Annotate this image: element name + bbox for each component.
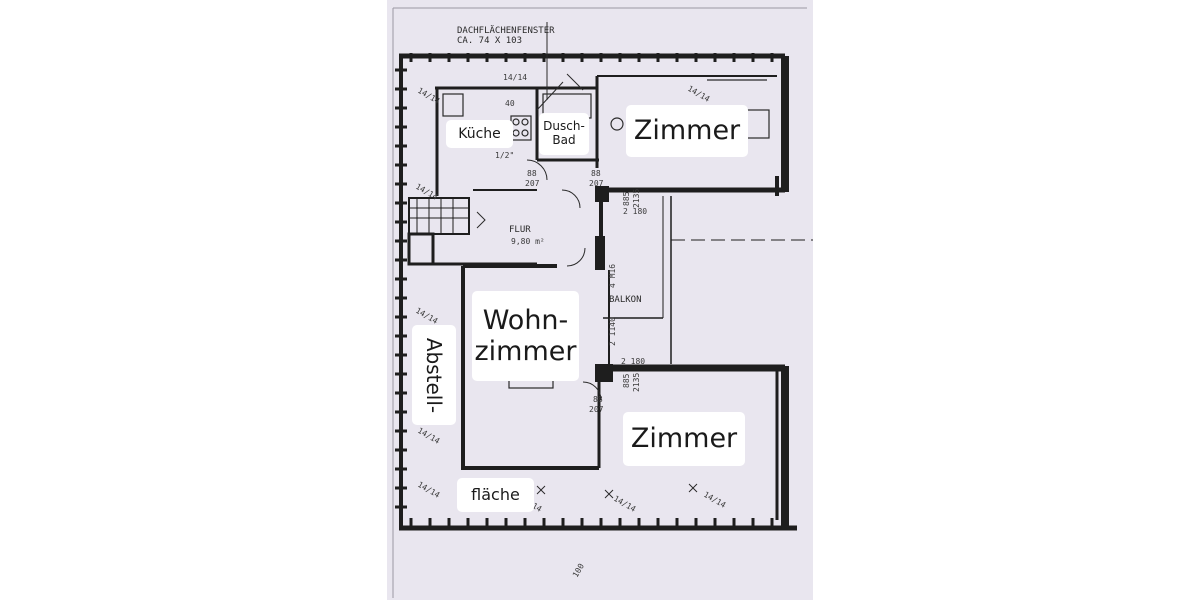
dim-207-b: 207 bbox=[589, 179, 604, 188]
dim-88-c: 88 bbox=[593, 395, 603, 404]
dim-885-bottom: 885 bbox=[622, 373, 631, 388]
tick-marks-bottom bbox=[409, 518, 774, 528]
label-zimmer-top: Zimmer bbox=[626, 105, 748, 157]
dim-88-a: 88 bbox=[527, 169, 537, 178]
label-flaeche-text: fläche bbox=[471, 484, 520, 504]
dim-100-bottom: 100 bbox=[571, 562, 586, 579]
dim-4m16: 4 M16 bbox=[608, 264, 617, 288]
floor-plan-sheet: DACHFLÄCHENFENSTER CA. 74 X 103 FLUR 9,8… bbox=[387, 0, 813, 600]
balkon-label: BALKON bbox=[609, 295, 642, 305]
dim-40: 40 bbox=[505, 99, 515, 108]
dim-14-14-j: 14/14 bbox=[702, 490, 728, 510]
label-zimmer-bottom: Zimmer bbox=[623, 412, 745, 466]
tick-marks-left bbox=[395, 68, 407, 509]
label-duschbad-line1: Dusch- bbox=[543, 119, 585, 134]
dim-14-14-g: 14/14 bbox=[416, 480, 442, 500]
label-wohnzimmer: Wohn- zimmer bbox=[472, 291, 579, 381]
label-abstell-text: Abstell- bbox=[422, 337, 447, 413]
door-swings bbox=[476, 159, 602, 401]
dim-2135-bottom: 2135 bbox=[632, 373, 641, 392]
label-duschbad: Dusch- Bad bbox=[539, 113, 589, 155]
dim-2180-top: 2 180 bbox=[623, 207, 647, 216]
dim-14-14-e: 14/14 bbox=[414, 306, 440, 326]
dim-207-c: 207 bbox=[589, 405, 604, 414]
skylight-label: DACHFLÄCHENFENSTER bbox=[457, 25, 555, 36]
dim-14-14-b: 14/14 bbox=[503, 73, 527, 82]
interior-walls bbox=[407, 75, 813, 470]
dim-2135-top: 2135 bbox=[632, 189, 641, 208]
tick-marks-top bbox=[409, 53, 774, 62]
label-kueche: Küche bbox=[446, 120, 513, 148]
dim-14-14-f: 14/14 bbox=[416, 426, 442, 446]
label-kueche-text: Küche bbox=[458, 125, 501, 142]
dim-14-14-i: 14/14 bbox=[612, 494, 638, 514]
flur-label: FLUR bbox=[509, 225, 531, 235]
floor-plan-drawing: DACHFLÄCHENFENSTER CA. 74 X 103 FLUR 9,8… bbox=[392, 7, 813, 598]
kitchen-dimension: 1/2" bbox=[495, 151, 514, 160]
dim-2180-bottom: 2 180 bbox=[621, 357, 645, 366]
label-abstell: Abstell- bbox=[412, 325, 456, 425]
dim-2140: 2 1140 bbox=[608, 317, 617, 346]
label-wohnzimmer-line2: zimmer bbox=[474, 336, 577, 367]
dim-88-b: 88 bbox=[591, 169, 601, 178]
label-wohnzimmer-line1: Wohn- bbox=[482, 304, 569, 336]
label-duschbad-line2: Bad bbox=[552, 133, 576, 147]
label-flaeche: fläche bbox=[457, 478, 534, 512]
flur-area: 9,80 m² bbox=[511, 237, 545, 246]
label-zimmer-top-text: Zimmer bbox=[633, 115, 741, 147]
skylight-size: CA. 74 X 103 bbox=[457, 36, 522, 46]
annotation-arrows bbox=[536, 22, 698, 499]
dim-207-a: 207 bbox=[525, 179, 540, 188]
dim-14-14-c: 14/14 bbox=[686, 84, 712, 104]
dim-885-top: 885 bbox=[622, 191, 631, 206]
label-zimmer-bottom-text: Zimmer bbox=[630, 423, 738, 455]
